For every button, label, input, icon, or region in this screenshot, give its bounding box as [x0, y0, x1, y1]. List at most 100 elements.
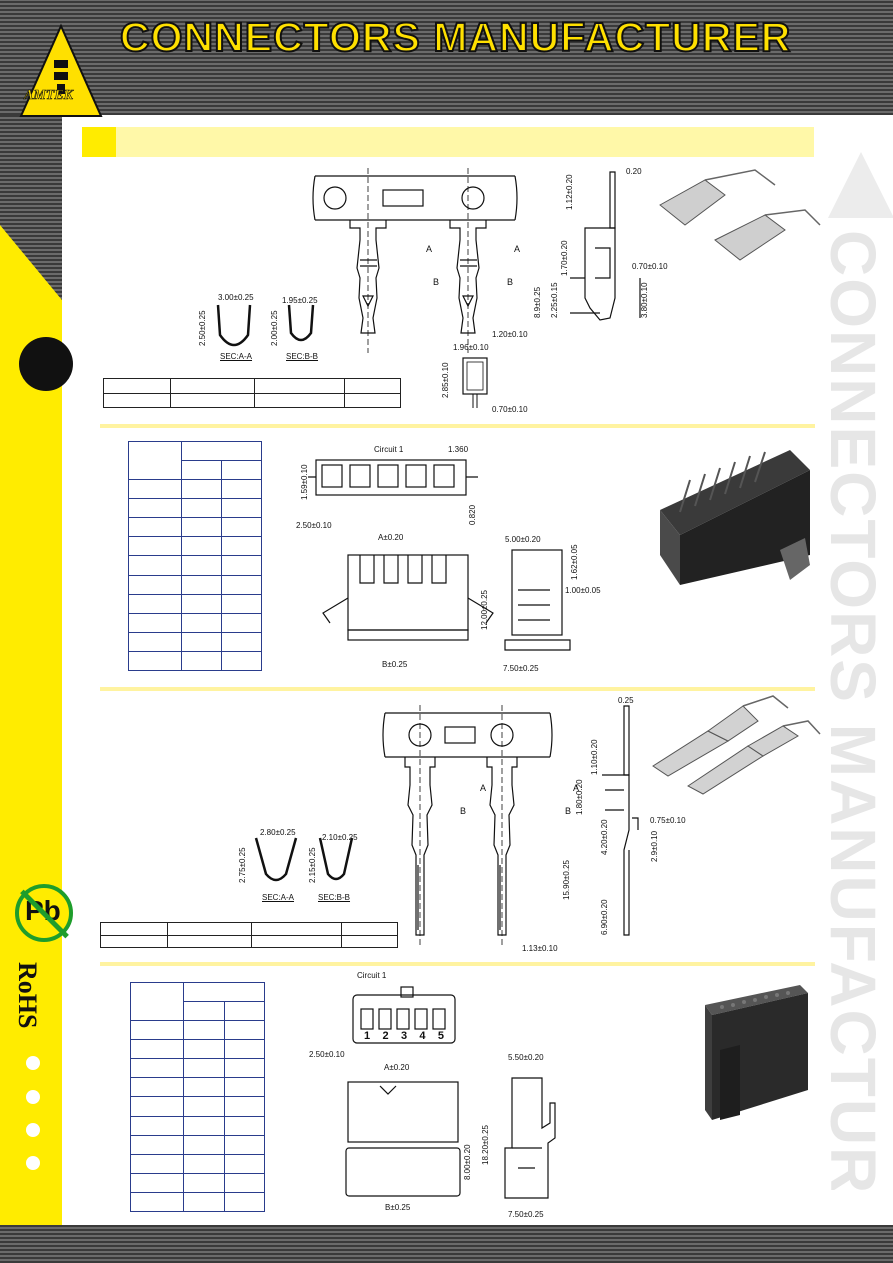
terminal-side-view — [570, 171, 641, 321]
cut-label-b: B — [433, 277, 440, 287]
black-dot — [19, 337, 73, 391]
footer-band — [0, 1225, 893, 1263]
dim-label: 1.96±0.10 — [453, 343, 489, 352]
housing-side-view — [504, 549, 571, 651]
watermark: CONNECTORS MANUFACTURE — [828, 230, 888, 1190]
dim-label: 1.62±0.05 — [570, 544, 579, 580]
dim-label: 5.50±0.20 — [508, 1053, 544, 1062]
housing-dimension-table — [128, 440, 262, 672]
header-band — [0, 0, 893, 115]
section-header-bar — [82, 127, 814, 157]
terminal-spec-table-2 — [100, 922, 398, 948]
dim-label: 5.00±0.20 — [505, 535, 541, 544]
dim-label: 0.20 — [626, 167, 642, 176]
amtek-logo — [19, 23, 103, 117]
dim-label: 2.50±0.25 — [198, 310, 207, 346]
dim-label: 0.25 — [618, 696, 634, 705]
cut-label-a: A — [514, 244, 521, 254]
dim-label: 2.50±0.10 — [309, 1050, 345, 1059]
dim-label: 1.95±0.25 — [282, 296, 318, 305]
dim-label: 8.00±0.20 — [463, 1144, 472, 1180]
watermark-logo — [828, 152, 893, 218]
cut-label-b: B — [507, 277, 514, 287]
rohs-label: RoHS — [13, 962, 42, 1029]
dim-label: 1.12±0.20 — [565, 174, 574, 210]
logo-text: AMTEK — [24, 88, 74, 104]
section-separator — [100, 424, 815, 428]
terminal-3d-render — [659, 169, 821, 261]
dim-label: 1.80±0.20 — [575, 779, 584, 815]
bullet-dot — [26, 1056, 40, 1070]
pin-number: 5 — [437, 1030, 444, 1042]
bullet-dot — [26, 1156, 40, 1170]
housing-dimension-table-2 — [130, 981, 265, 1213]
sec-aa-profile-2 — [254, 837, 298, 882]
bullet-dot — [26, 1090, 40, 1104]
dim-label: A±0.20 — [384, 1063, 410, 1072]
cut-label-a: A — [480, 783, 487, 793]
terminal-spec-table — [103, 378, 401, 408]
dim-label: 1.10±0.20 — [590, 739, 599, 775]
dim-label: 4.20±0.20 — [600, 819, 609, 855]
section-label: SEC:B-B — [318, 893, 351, 902]
page-title: CONNECTORS MANUFACTURER — [119, 13, 792, 61]
housing-top-view — [322, 554, 494, 641]
cut-label-a: A — [573, 783, 580, 793]
dim-label: 1.13±0.10 — [522, 944, 558, 953]
terminal-3d-render-2 — [652, 695, 821, 795]
dim-label: 2.50±0.10 — [296, 521, 332, 530]
terminal-end-view — [462, 357, 488, 408]
dim-label: 2.80±0.25 — [260, 828, 296, 837]
dim-label: 1.360 — [448, 445, 469, 454]
terminal-reel-drawing — [312, 168, 518, 353]
dim-label: 2.10±0.25 — [322, 833, 358, 842]
housing-side-view-2 — [504, 1077, 556, 1199]
dim-label: 1.70±0.20 — [560, 240, 569, 276]
dim-label: 2.85±0.10 — [441, 362, 450, 398]
dim-label: 3.80±0.10 — [640, 282, 649, 318]
dim-label: 7.50±0.25 — [503, 664, 539, 673]
terminal-side-view-2 — [602, 705, 639, 936]
dim-label: 3.00±0.25 — [218, 293, 254, 302]
dim-label: B±0.25 — [385, 1203, 411, 1212]
sidebar-corner — [0, 115, 62, 415]
watermark-text: CONNECTORS MANUFACTURE — [828, 230, 888, 1190]
cut-label-b: B — [460, 806, 467, 816]
pin-number: 4 — [419, 1030, 426, 1042]
dim-label: A±0.20 — [378, 533, 404, 542]
housing-front-view — [308, 459, 478, 496]
dim-label: 18.20±0.25 — [481, 1125, 490, 1165]
cut-label-b: B — [565, 806, 572, 816]
lead-free-badge: Pb — [15, 884, 73, 942]
section-separator — [100, 687, 815, 691]
section-label: SEC:B-B — [286, 352, 319, 361]
cut-label-a: A — [426, 244, 433, 254]
pin-number: 2 — [382, 1030, 389, 1042]
circuit-label: Circuit 1 — [374, 445, 404, 454]
sec-bb-profile — [287, 304, 315, 342]
dim-label: 0.70±0.10 — [492, 405, 528, 414]
dim-label: 15.90±0.25 — [562, 860, 571, 900]
dim-label: 7.50±0.25 — [508, 1210, 544, 1219]
dim-label: 2.15±0.25 — [308, 847, 317, 883]
housing-front-view-2 — [352, 986, 456, 1044]
housing-3d-render-2 — [705, 985, 808, 1120]
dim-label: 0.70±0.10 — [632, 262, 668, 271]
dim-label: 1.59±0.10 — [300, 464, 309, 500]
dim-label: 12.00±0.25 — [480, 590, 489, 630]
dim-label: 2.25±0.15 — [550, 282, 559, 318]
circuit-label: Circuit 1 — [357, 971, 387, 980]
dim-label: 1.00±0.05 — [565, 586, 601, 595]
terminal-reel-drawing-2 — [382, 705, 553, 945]
dim-label: 1.20±0.10 — [492, 330, 528, 339]
dim-label: 6.90±0.20 — [600, 899, 609, 935]
pin-number: 3 — [400, 1030, 408, 1042]
dim-label: 2.9±0.10 — [650, 830, 659, 862]
section-label: SEC:A-A — [262, 893, 295, 902]
section-separator — [100, 962, 815, 966]
dim-label: B±0.25 — [382, 660, 408, 669]
sec-aa-profile — [216, 304, 252, 347]
pin-numbers: 1 2 3 4 5 — [364, 1030, 444, 1042]
dim-label: 8.9±0.25 — [533, 286, 542, 318]
sec-bb-profile-2 — [318, 837, 354, 881]
